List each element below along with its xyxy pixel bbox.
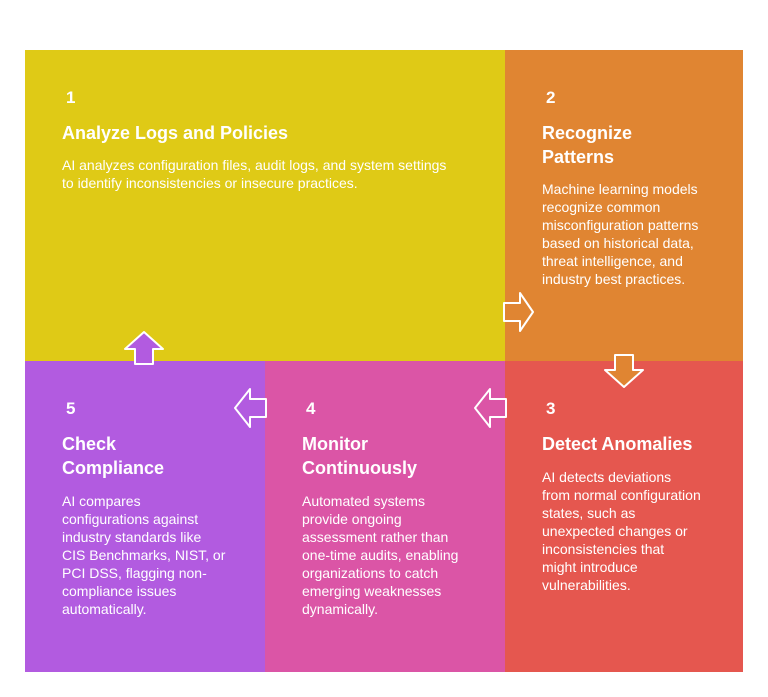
- arrow-down-icon: [604, 354, 644, 388]
- step-3-description: AI detects deviations from normal config…: [542, 469, 701, 593]
- step-3-panel: 3 Detect Anomalies AI detects deviations…: [505, 361, 743, 672]
- step-5-number: 5: [66, 399, 76, 418]
- step-1-panel: 1 Analyze Logs and Policies AI analyzes …: [25, 50, 505, 361]
- arrow-up-icon: [124, 331, 164, 365]
- step-1-number: 1: [66, 88, 76, 107]
- step-5-description: AI compares configurations against indus…: [62, 493, 226, 617]
- arrow-right-icon: [503, 292, 534, 332]
- step-2-title: Recognize Patterns: [542, 123, 633, 167]
- step-1-title: Analyze Logs and Policies: [62, 123, 289, 143]
- arrow-left-icon: [474, 388, 507, 428]
- step-2-number: 2: [546, 88, 556, 107]
- step-5-panel: 5 Check Compliance AI compares configura…: [25, 361, 265, 672]
- step-2-panel: 2 Recognize Patterns Machine learning mo…: [505, 50, 743, 361]
- step-4-panel: 4 Monitor Continuously Automated systems…: [265, 361, 505, 672]
- step-1-description: AI analyzes configuration files, audit l…: [62, 157, 447, 191]
- step-4-description: Automated systems provide ongoing assess…: [302, 493, 459, 617]
- step-4-number: 4: [306, 399, 316, 418]
- step-2-description: Machine learning models recognize common…: [542, 181, 699, 287]
- arrow-left-icon: [234, 388, 267, 428]
- step-3-title: Detect Anomalies: [542, 434, 693, 454]
- step-4-title: Monitor Continuously: [302, 434, 417, 478]
- step-3-number: 3: [546, 399, 556, 418]
- step-5-title: Check Compliance: [62, 434, 165, 478]
